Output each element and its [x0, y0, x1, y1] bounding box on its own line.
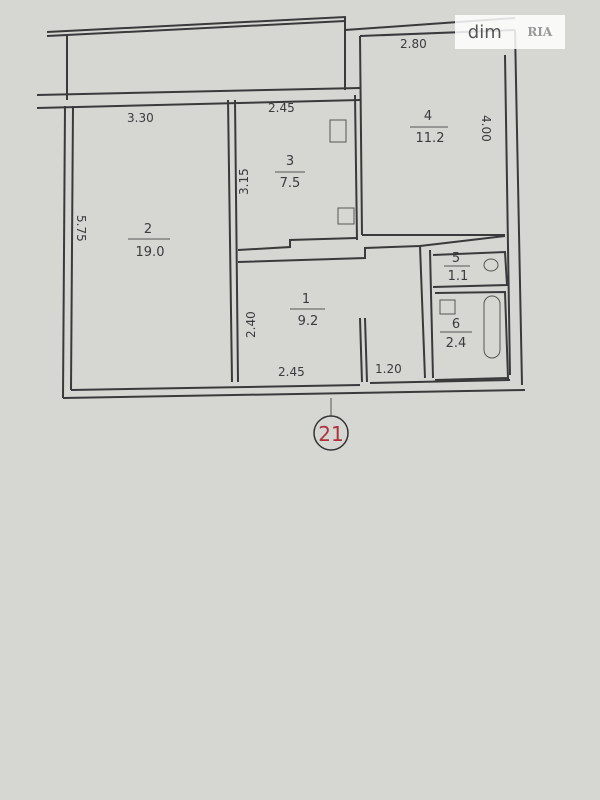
room-2-number: 2	[144, 222, 152, 237]
room-3-area: 7.5	[280, 176, 301, 191]
fixtures	[313, 119, 501, 451]
room-5-number: 5	[452, 251, 460, 266]
dimension-labels: 3.30 2.45 2.80 4.00 3.15 5.75 2.40 2.45 …	[74, 37, 493, 379]
bathtub-icon	[483, 295, 501, 359]
room-4-number: 4	[424, 109, 432, 124]
watermark-dim: dim	[467, 21, 502, 43]
dim-2-45-bottom: 2.45	[278, 365, 305, 379]
toilet-icon	[483, 258, 499, 272]
stove-icon	[329, 119, 347, 143]
watermark-logo: dim RIA	[455, 15, 565, 49]
watermark-ria: RIA	[527, 25, 553, 39]
dim-1-20: 1.20	[375, 362, 402, 376]
room-labels: 1 9.2 2 19.0 3 7.5 4 11.2 5 1.1 6 2.4	[128, 109, 472, 351]
room-1-number: 1	[302, 292, 310, 307]
room-6-number: 6	[452, 317, 460, 332]
dim-5-75: 5.75	[74, 215, 88, 242]
apartment-number-circle	[313, 415, 349, 451]
room-3-number: 3	[286, 154, 294, 169]
dim-2-40: 2.40	[244, 311, 258, 338]
dim-2-45-top: 2.45	[268, 101, 295, 115]
dim-4-00: 4.00	[479, 115, 493, 142]
apartment-number: 21	[318, 422, 343, 446]
room-1-area: 9.2	[298, 314, 319, 329]
room-5-area: 1.1	[448, 269, 469, 284]
dim-3-15: 3.15	[237, 168, 251, 195]
room-2-area: 19.0	[136, 245, 165, 260]
washbasin-icon	[439, 299, 456, 315]
sink-icon	[337, 207, 355, 225]
room-6-area: 2.4	[446, 336, 467, 351]
room-4-area: 11.2	[416, 131, 445, 146]
walls	[36, 15, 526, 399]
dim-2-80: 2.80	[400, 37, 427, 51]
dim-3-30: 3.30	[127, 111, 154, 125]
